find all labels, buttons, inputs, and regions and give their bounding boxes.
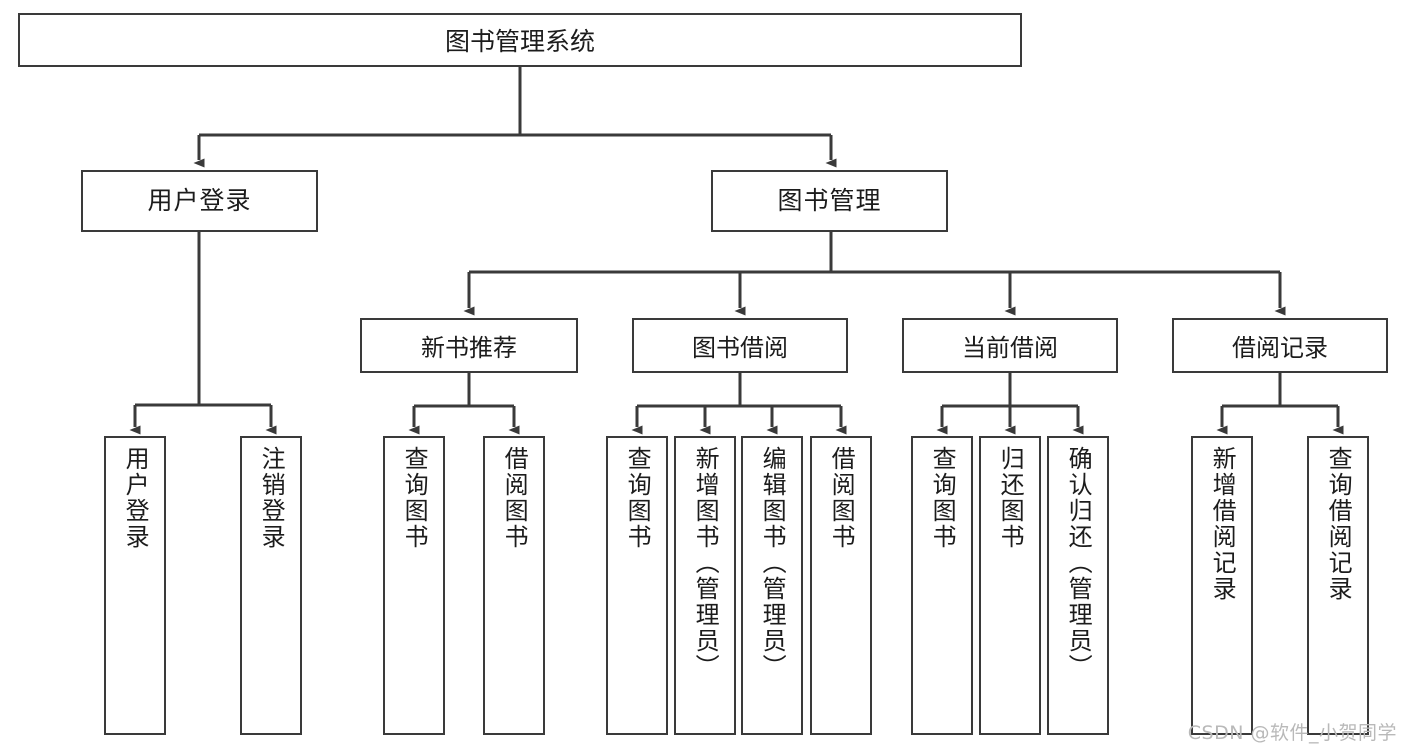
node-user-login[interactable]: 用户登录: [81, 170, 318, 232]
node-label: 编辑图书（管理员）: [758, 446, 787, 680]
leaf-user-login[interactable]: 用户登录: [104, 436, 166, 735]
leaf-add-borrow-record[interactable]: 新增借阅记录: [1191, 436, 1253, 735]
node-label: 借阅图书: [827, 446, 856, 550]
leaf-user-logout[interactable]: 注销登录: [240, 436, 302, 735]
leaf-query-book-recommend[interactable]: 查询图书: [383, 436, 445, 735]
node-label: 查询图书: [928, 446, 957, 550]
leaf-query-book-current[interactable]: 查询图书: [911, 436, 973, 735]
watermark-text: CSDN @软件_小贺同学: [1187, 722, 1397, 744]
leaf-add-book-admin[interactable]: 新增图书（管理员）: [674, 436, 736, 735]
node-label: 用户登录: [121, 446, 150, 550]
node-label: 图书管理: [777, 186, 882, 216]
node-label: 归还图书: [996, 446, 1025, 550]
node-label: 确认归还（管理员）: [1064, 446, 1093, 680]
node-label: 查询借阅记录: [1324, 446, 1353, 602]
leaf-return-book[interactable]: 归还图书: [979, 436, 1041, 735]
leaf-query-borrow-record[interactable]: 查询借阅记录: [1307, 436, 1369, 735]
node-label: 图书管理系统: [444, 27, 595, 56]
leaf-query-book-borrow[interactable]: 查询图书: [606, 436, 668, 735]
node-current-borrow[interactable]: 当前借阅: [902, 318, 1118, 373]
leaf-edit-book-admin[interactable]: 编辑图书（管理员）: [741, 436, 803, 735]
node-root-book-management-system[interactable]: 图书管理系统: [18, 13, 1022, 67]
node-label: 查询图书: [623, 446, 652, 550]
node-label: 新书推荐: [421, 334, 517, 362]
node-label: 借阅图书: [500, 446, 529, 550]
node-borrow-record[interactable]: 借阅记录: [1172, 318, 1388, 373]
node-label: 查询图书: [400, 446, 429, 550]
leaf-borrow-book[interactable]: 借阅图书: [810, 436, 872, 735]
leaf-borrow-book-recommend[interactable]: 借阅图书: [483, 436, 545, 735]
node-label: 新增借阅记录: [1208, 446, 1237, 602]
leaf-confirm-return-admin[interactable]: 确认归还（管理员）: [1047, 436, 1109, 735]
node-label: 当前借阅: [962, 334, 1058, 362]
node-new-book-recommend[interactable]: 新书推荐: [360, 318, 578, 373]
node-label: 图书借阅: [692, 334, 788, 362]
node-label: 新增图书（管理员）: [691, 446, 720, 680]
node-label: 用户登录: [147, 186, 252, 216]
node-book-management[interactable]: 图书管理: [711, 170, 948, 232]
node-label: 借阅记录: [1232, 334, 1328, 362]
node-label: 注销登录: [257, 446, 286, 550]
node-book-borrow[interactable]: 图书借阅: [632, 318, 848, 373]
